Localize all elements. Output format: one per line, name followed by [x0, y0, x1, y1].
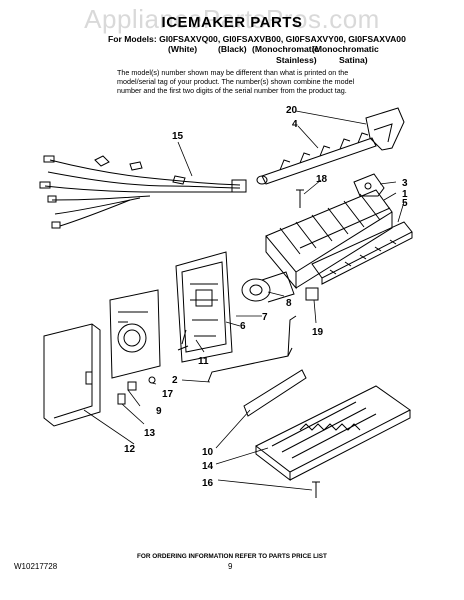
small-parts — [117, 329, 189, 405]
page-number: 9 — [228, 562, 233, 571]
column-mono-1: (Monochromatic — [252, 44, 319, 54]
watermark: AppliancePartsPros.com — [84, 4, 380, 34]
column-satina: Satina) — [339, 55, 368, 65]
wire-harness — [39, 155, 247, 229]
callout-19: 19 — [312, 327, 324, 338]
callout-11: 11 — [198, 356, 209, 367]
ordering-info: FOR ORDERING INFORMATION REFER TO PARTS … — [137, 553, 327, 560]
callout-8: 8 — [286, 298, 292, 309]
shutoff-arm — [207, 315, 297, 383]
callout-18: 18 — [316, 174, 328, 185]
document-part-number: W10217728 — [14, 562, 58, 571]
callout-2: 2 — [172, 375, 178, 386]
front-cover — [43, 323, 101, 427]
callout-7: 7 — [262, 312, 268, 323]
column-white: (White) — [168, 44, 198, 54]
ice-mold — [265, 189, 393, 290]
leader-lines — [83, 110, 405, 491]
motor — [241, 271, 295, 303]
page-title: ICEMAKER PARTS — [161, 14, 303, 31]
callout-6: 6 — [240, 321, 246, 332]
ice-guide — [365, 107, 405, 151]
callout-9: 9 — [156, 406, 162, 417]
callout-17: 17 — [162, 389, 174, 400]
column-stainless: Stainless) — [276, 55, 317, 65]
stripper — [311, 221, 413, 285]
column-mono-2: (Monochromatic — [312, 44, 379, 54]
ejector — [256, 132, 377, 185]
bracket — [353, 173, 385, 197]
callout-15: 15 — [172, 131, 184, 142]
screw-16 — [312, 481, 320, 498]
callout-4: 4 — [292, 119, 298, 130]
callout-5: 5 — [402, 198, 408, 209]
model-note: The model(s) number shown may be differe… — [117, 68, 355, 95]
callout-14: 14 — [202, 461, 214, 472]
column-black: (Black) — [218, 44, 247, 54]
callout-1: 1 — [402, 189, 408, 200]
callout-3: 3 — [402, 178, 408, 189]
clip-19 — [305, 287, 319, 301]
models-line: For Models: GI0FSAXVQ00, GI0FSAXVB00, GI… — [108, 34, 406, 44]
control-housing — [175, 251, 233, 363]
callout-10: 10 — [202, 447, 214, 458]
callout-13: 13 — [144, 428, 156, 439]
heater-assembly — [255, 385, 411, 482]
model-columns: (White) (Black) (Monochromatic (Monochro… — [0, 44, 464, 68]
screw-18 — [296, 189, 304, 208]
callout-16: 16 — [202, 478, 214, 489]
callout-12: 12 — [124, 444, 136, 455]
callout-20: 20 — [286, 105, 298, 116]
ice-guard — [243, 369, 307, 417]
cover-plate — [109, 289, 161, 379]
